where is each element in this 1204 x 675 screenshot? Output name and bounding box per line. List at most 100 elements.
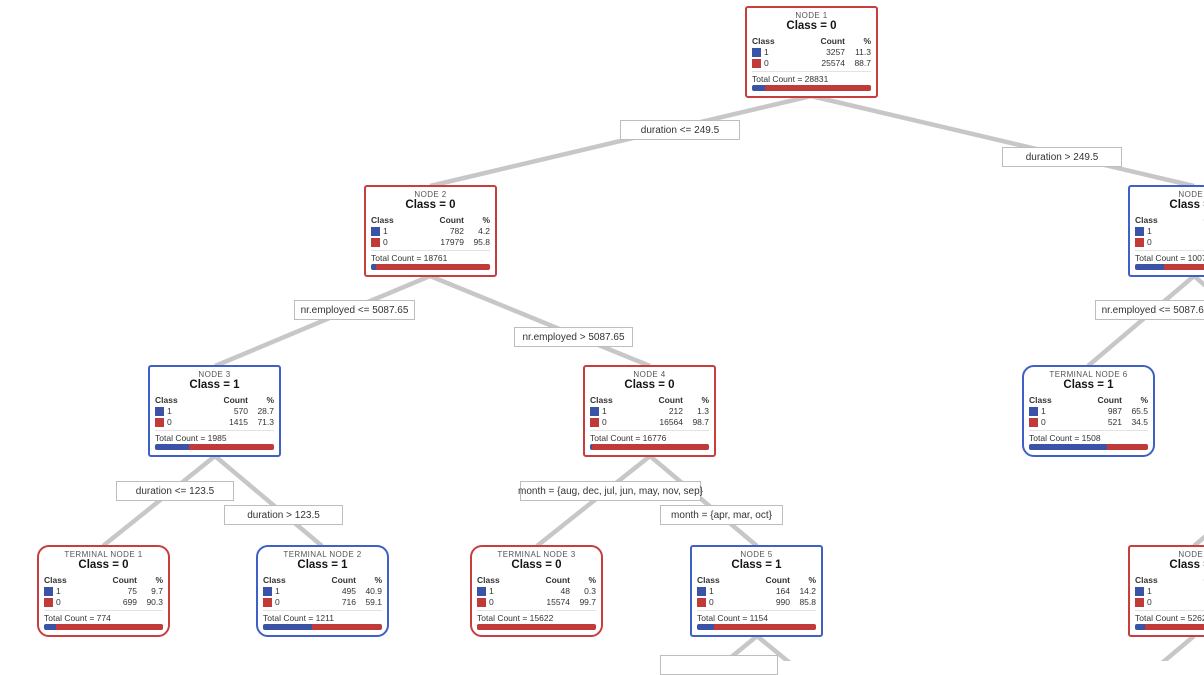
class-row-0: 0 990 85.8: [697, 597, 816, 608]
header-pct: %: [356, 575, 382, 586]
total-count: Total Count = 15622: [477, 610, 596, 623]
class-row-1: 1 212 1.3: [590, 406, 709, 417]
class-pct: 4.2: [464, 226, 490, 237]
split-label-duration-gt-249: duration > 249.5: [1002, 147, 1122, 167]
class-pct: 59.1: [356, 597, 382, 608]
node-title: TERMINAL NODE 1: [44, 550, 163, 559]
bar-class-0: [765, 85, 871, 91]
class-1-swatch: [155, 407, 164, 416]
class-table-header: Class Count %: [477, 575, 596, 586]
node-title: TERMINAL NODE 3: [477, 550, 596, 559]
decision-tree-canvas: duration <= 249.5 duration > 249.5 nr.em…: [0, 0, 1204, 661]
bar-class-0: [1164, 264, 1204, 270]
class-row-0: 0: [1135, 237, 1204, 248]
split-label-month-set-2: month = {apr, mar, oct}: [660, 505, 783, 525]
class-0-swatch: [590, 418, 599, 427]
tree-edge: [215, 456, 322, 546]
class-row-1: 1 570 28.7: [155, 406, 274, 417]
header-count: Count: [418, 215, 464, 226]
header-class: Class: [263, 575, 310, 586]
class-label: 0: [56, 597, 61, 608]
class-0-swatch: [371, 238, 380, 247]
predicted-class: Class = 0: [1135, 559, 1204, 572]
predicted-class: Class = 1: [263, 559, 382, 572]
class-row-1: 1: [1135, 586, 1204, 597]
header-pct: %: [464, 215, 490, 226]
terminal-node-2[interactable]: TERMINAL NODE 2 Class = 1 Class Count % …: [256, 545, 389, 637]
node-1[interactable]: NODE 1 Class = 0 Class Count % 1 3257 11…: [745, 6, 878, 98]
node-title: NODE 4: [590, 370, 709, 379]
split-label-text: duration <= 123.5: [136, 486, 214, 497]
class-count: 25574: [799, 58, 845, 69]
split-label-nremployed-lte: nr.employed <= 5087.65: [294, 300, 415, 320]
bar-class-1: [1029, 444, 1107, 450]
total-count: Total Count = 5262: [1135, 610, 1204, 623]
header-count: Count: [1182, 215, 1204, 226]
class-count: 495: [310, 586, 356, 597]
split-label-text: duration > 249.5: [1026, 152, 1099, 163]
tree-edge: [430, 96, 811, 186]
class-table-header: Class Count %: [1135, 215, 1204, 226]
class-pct: 98.7: [683, 417, 709, 428]
class-count: 48: [524, 586, 570, 597]
node-6[interactable]: NODE 6 Class = 1 Class Count % 1 0 Total…: [1128, 185, 1204, 277]
split-label-text: nr.employed > 5087.65: [522, 332, 624, 343]
header-class: Class: [1029, 395, 1076, 406]
class-1-swatch: [752, 48, 761, 57]
class-table-header: Class Count %: [697, 575, 816, 586]
tree-edge: [430, 276, 650, 366]
class-pct: 9.7: [137, 586, 163, 597]
class-count: 75: [91, 586, 137, 597]
bar-class-0: [312, 624, 382, 630]
node-3[interactable]: NODE 3 Class = 1 Class Count % 1 570 28.…: [148, 365, 281, 457]
class-pct: 28.7: [248, 406, 274, 417]
class-1-swatch: [697, 587, 706, 596]
header-class: Class: [752, 36, 799, 47]
class-count: 521: [1076, 417, 1122, 428]
header-count: Count: [524, 575, 570, 586]
node-5[interactable]: NODE 5 Class = 1 Class Count % 1 164 14.…: [690, 545, 823, 637]
split-label-duration-lte-249: duration <= 249.5: [620, 120, 740, 140]
header-class: Class: [477, 575, 524, 586]
class-label: 1: [602, 406, 607, 417]
header-count: Count: [637, 395, 683, 406]
bar-class-1: [752, 85, 765, 91]
distribution-bar: [752, 85, 871, 91]
class-row-1: 1 987 65.5: [1029, 406, 1148, 417]
class-pct: 95.8: [464, 237, 490, 248]
total-count: Total Count = 10070: [1135, 250, 1204, 263]
terminal-node-6[interactable]: TERMINAL NODE 6 Class = 1 Class Count % …: [1022, 365, 1155, 457]
header-count: Count: [799, 36, 845, 47]
class-1-swatch: [263, 587, 272, 596]
total-count: Total Count = 1508: [1029, 430, 1148, 443]
node-8[interactable]: NODE 8 Class = 0 Class Count % 1 0 Total…: [1128, 545, 1204, 637]
class-pct: 90.3: [137, 597, 163, 608]
header-count: Count: [1182, 575, 1204, 586]
node-4[interactable]: NODE 4 Class = 0 Class Count % 1 212 1.3…: [583, 365, 716, 457]
bar-class-1: [1135, 624, 1145, 630]
node-2[interactable]: NODE 2 Class = 0 Class Count % 1 782 4.2…: [364, 185, 497, 277]
class-table-header: Class Count %: [1029, 395, 1148, 406]
header-count: Count: [91, 575, 137, 586]
class-0-swatch: [263, 598, 272, 607]
header-class: Class: [590, 395, 637, 406]
class-count: 570: [202, 406, 248, 417]
terminal-node-3[interactable]: TERMINAL NODE 3 Class = 0 Class Count % …: [470, 545, 603, 637]
bar-class-1: [697, 624, 714, 630]
node-title: NODE 5: [697, 550, 816, 559]
class-0-swatch: [155, 418, 164, 427]
node-title: NODE 3: [155, 370, 274, 379]
total-count: Total Count = 28831: [752, 71, 871, 84]
node-title: NODE 8: [1135, 550, 1204, 559]
predicted-class: Class = 1: [1029, 379, 1148, 392]
header-count: Count: [744, 575, 790, 586]
class-row-1: 1: [1135, 226, 1204, 237]
class-count: 15574: [524, 597, 570, 608]
class-0-swatch: [44, 598, 53, 607]
predicted-class: Class = 0: [752, 20, 871, 33]
class-label: 1: [489, 586, 494, 597]
header-pct: %: [845, 36, 871, 47]
terminal-node-1[interactable]: TERMINAL NODE 1 Class = 0 Class Count % …: [37, 545, 170, 637]
bar-class-1: [44, 624, 56, 630]
distribution-bar: [697, 624, 816, 630]
